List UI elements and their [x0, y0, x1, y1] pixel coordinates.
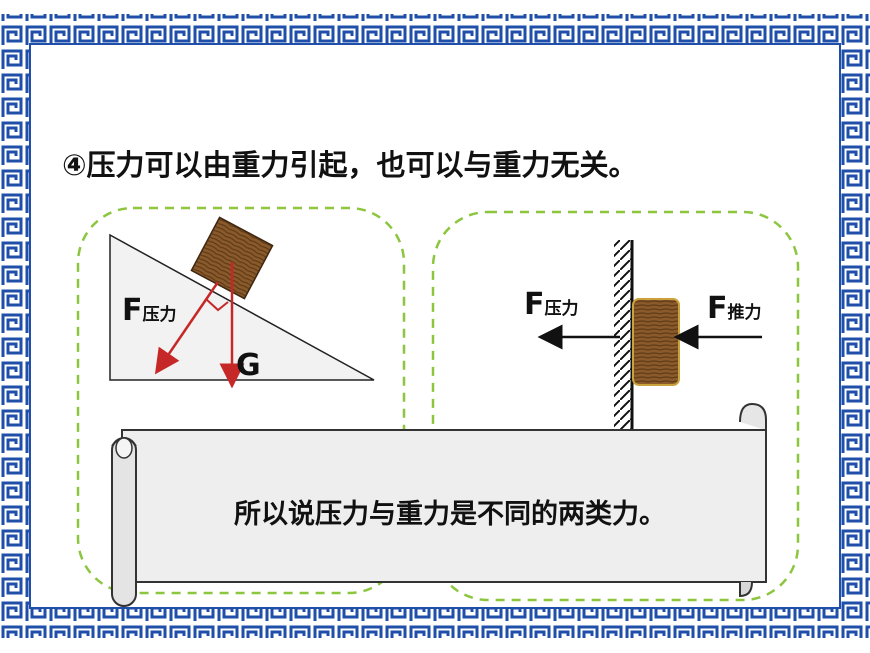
gravity-label: G	[236, 348, 261, 383]
right-force-press-letter: F	[524, 287, 545, 322]
right-force-press-label: F压力	[524, 287, 579, 322]
right-angle-mark	[205, 298, 229, 312]
push-force-letter: F	[707, 291, 728, 326]
wood-block-wall	[632, 298, 680, 386]
push-force-subscript: 推力	[727, 303, 762, 323]
scroll-banner	[111, 402, 767, 607]
right-force-press-subscript: 压力	[544, 299, 579, 319]
pressure-force-arrow	[154, 281, 220, 375]
border-left	[0, 14, 30, 638]
border-bottom	[0, 608, 870, 638]
conclusion-text: 所以说压力与重力是不同的两类力。	[234, 499, 666, 530]
border-top	[0, 14, 870, 44]
left-force-press-label: F压力	[122, 293, 177, 328]
left-force-press-subscript: 压力	[142, 305, 177, 325]
right-diagram-frame	[431, 210, 800, 602]
slide-title: ④压力可以由重力引起，也可以与重力无关。	[62, 148, 638, 182]
left-diagram-frame	[76, 206, 406, 595]
push-force-label: F推力	[707, 291, 762, 326]
border-right	[840, 14, 870, 638]
wall-hatching	[614, 240, 632, 430]
left-force-press-letter: F	[122, 293, 143, 328]
wood-block-incline	[190, 216, 274, 300]
